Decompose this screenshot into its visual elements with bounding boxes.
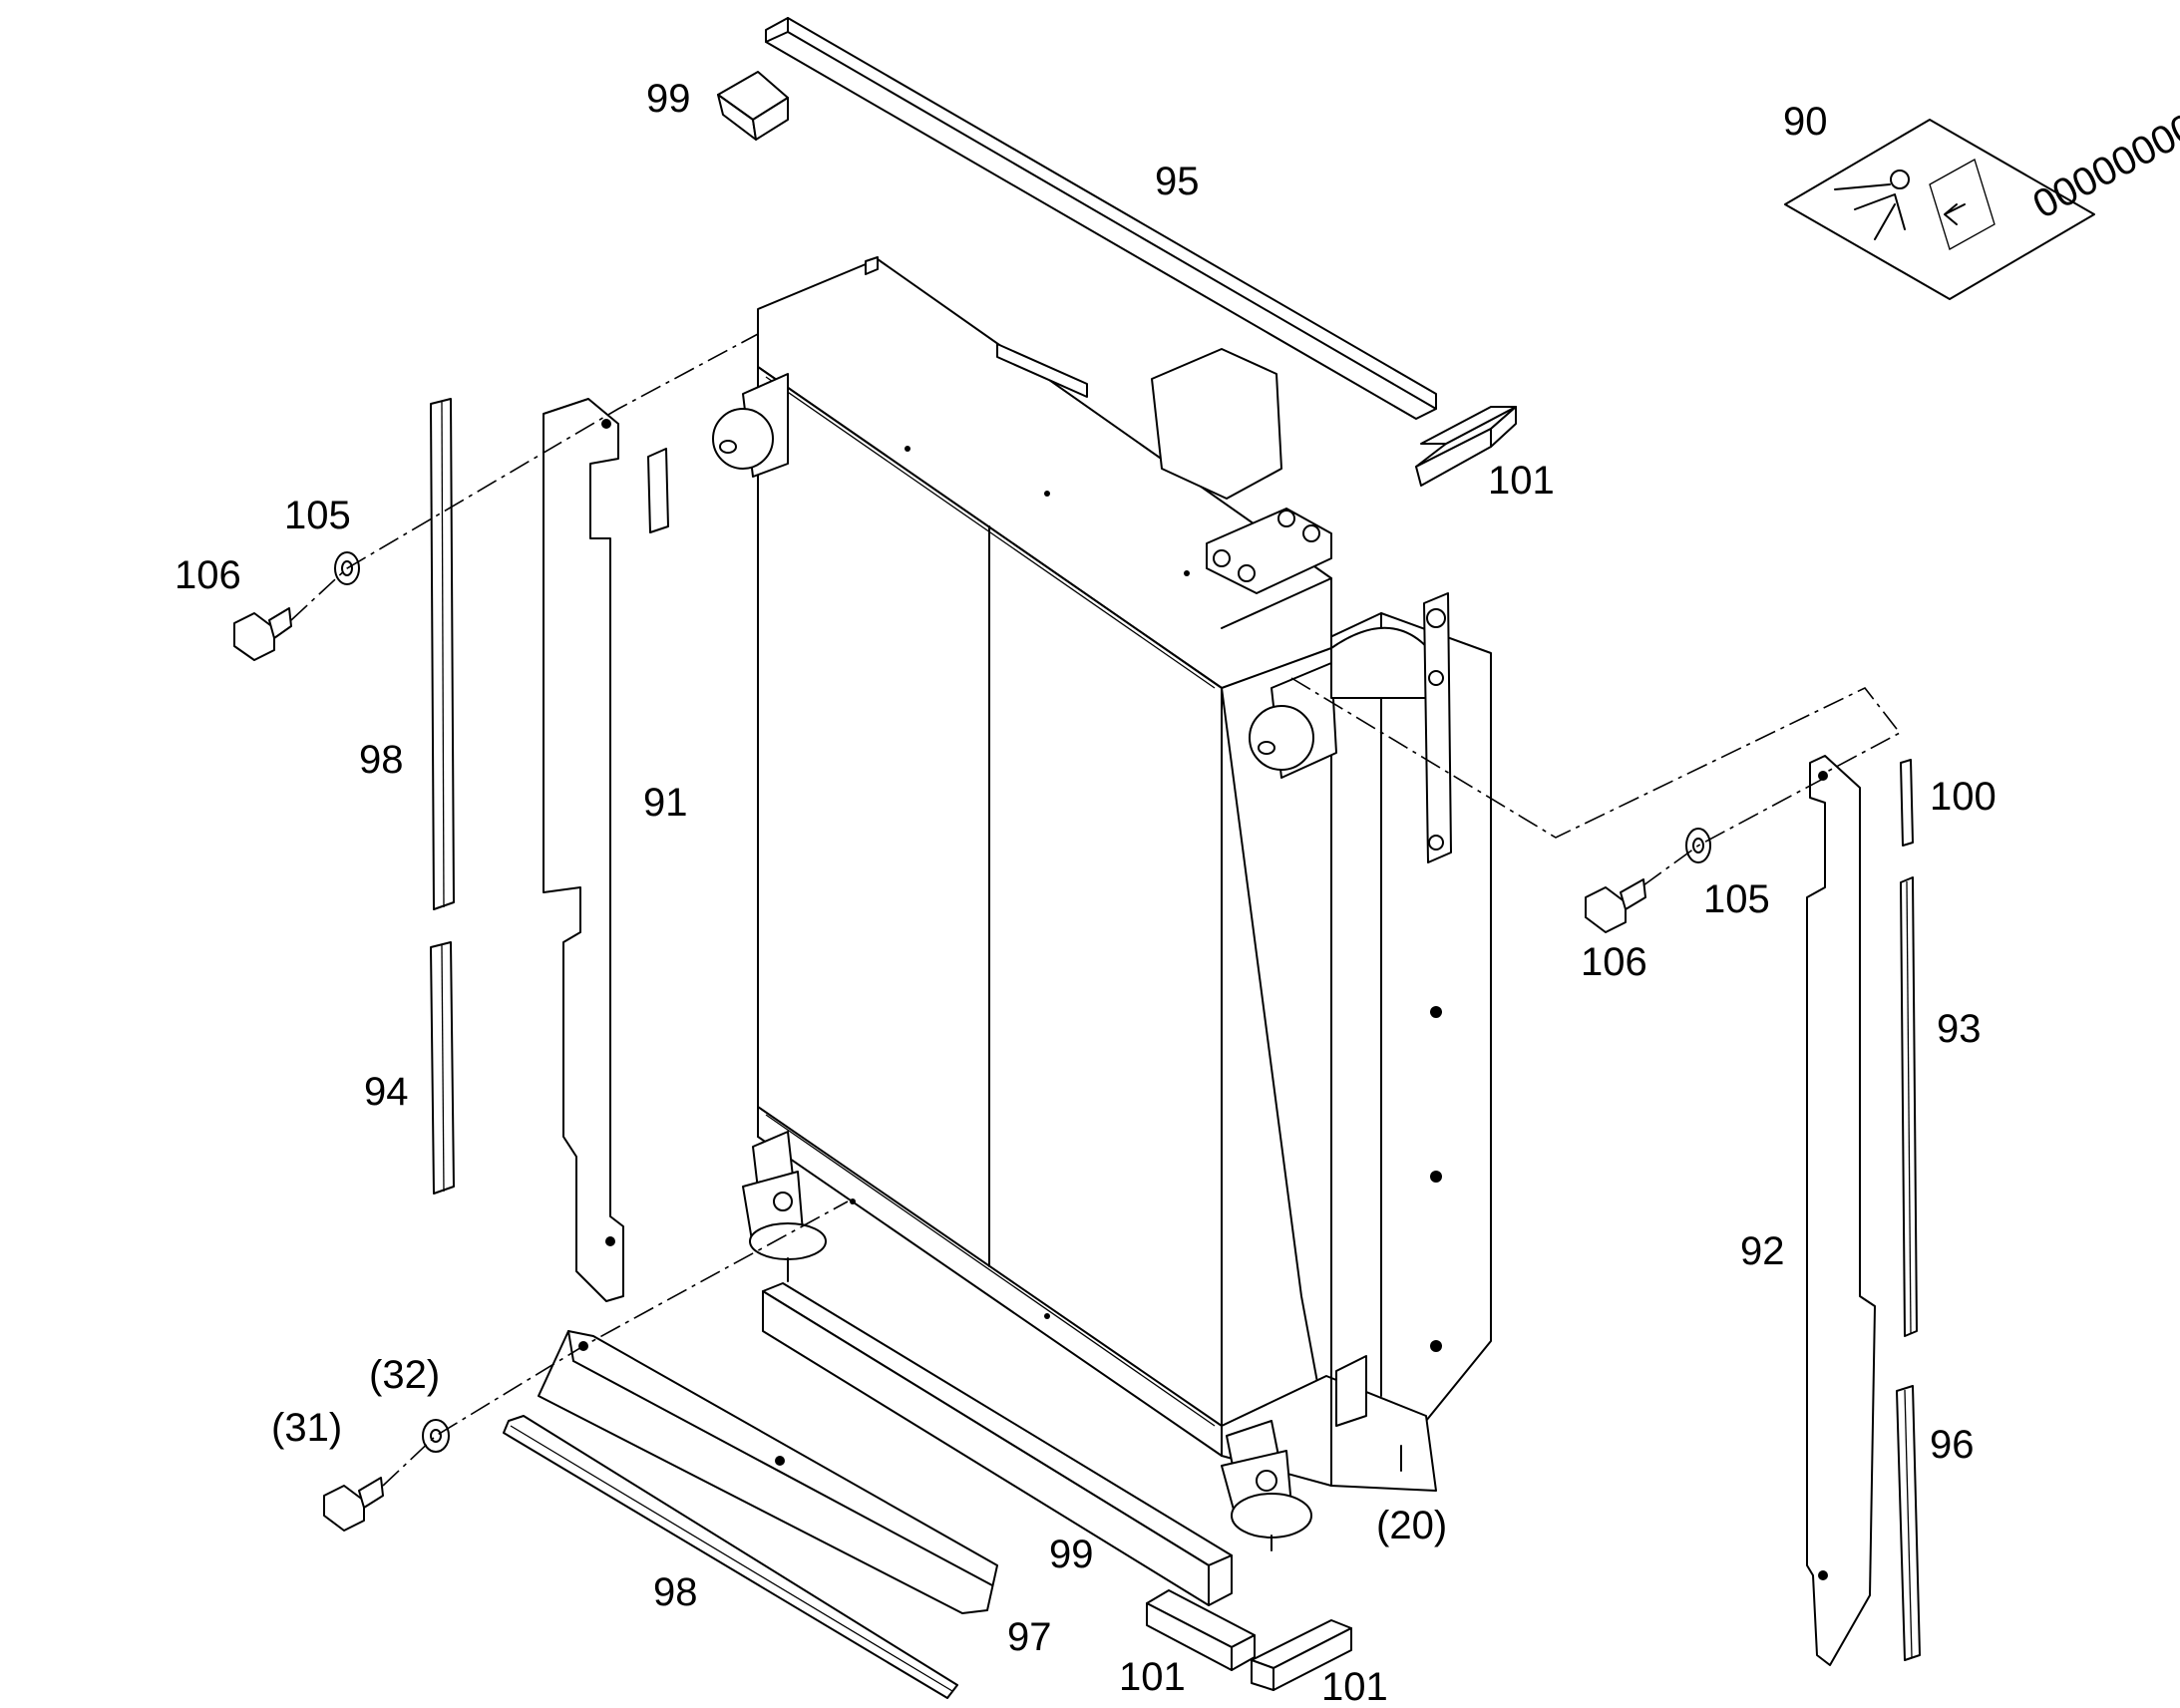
callout-97: 97 xyxy=(1007,1615,1052,1659)
callout-98-bottom: 98 xyxy=(653,1570,698,1614)
seal-strip-96 xyxy=(1896,1385,1921,1661)
callout-99-bottom: 99 xyxy=(1049,1533,1094,1576)
foam-block-101-bottom-a xyxy=(1146,1589,1256,1671)
bottom-seal-strip-98 xyxy=(503,1415,958,1699)
top-seal-bar-95 xyxy=(765,17,1437,420)
callout-93: 93 xyxy=(1937,1007,1982,1051)
callout-106-left: 106 xyxy=(175,553,241,597)
callout-20: (20) xyxy=(1376,1504,1447,1547)
seal-strip-100 xyxy=(1900,759,1914,847)
left-baffle-91 xyxy=(543,398,624,1302)
callout-99-top: 99 xyxy=(646,77,691,121)
callout-91: 91 xyxy=(643,781,688,825)
bolt-106-right xyxy=(1585,878,1646,933)
callout-90: 90 xyxy=(1783,100,1828,144)
foam-block-101-top xyxy=(1415,406,1517,487)
callout-105-left: 105 xyxy=(284,494,351,537)
callout-101-bottom-a: 101 xyxy=(1119,1655,1186,1699)
bolt-106-left xyxy=(233,607,292,661)
bolt-31 xyxy=(323,1477,384,1532)
callout-31: (31) xyxy=(271,1406,342,1450)
small-seal-block xyxy=(647,448,669,533)
assembly-center-lines xyxy=(290,333,1902,1487)
callout-105-right: 105 xyxy=(1703,877,1770,921)
callout-101-top: 101 xyxy=(1488,459,1555,503)
bottom-seal-bar-99 xyxy=(762,1282,1233,1606)
lower-hose-stub xyxy=(1249,662,1337,779)
bottom-right-mount xyxy=(1221,1420,1312,1551)
callout-98-left: 98 xyxy=(359,738,404,782)
foam-block-101-bottom-b xyxy=(1251,1619,1352,1691)
seal-strip-98-left xyxy=(430,398,455,910)
upper-hose-stub xyxy=(712,373,789,478)
foam-block-99-top xyxy=(717,71,789,141)
callout-94: 94 xyxy=(364,1070,409,1114)
right-baffle-92 xyxy=(1806,755,1876,1666)
callout-106-right: 106 xyxy=(1581,940,1647,984)
callout-95: 95 xyxy=(1155,160,1200,203)
callout-32: (32) xyxy=(369,1353,440,1397)
callout-96: 96 xyxy=(1930,1423,1975,1467)
bottom-bracket-97 xyxy=(538,1330,998,1614)
washer-32 xyxy=(422,1419,450,1453)
bottom-left-mount xyxy=(742,1131,827,1282)
callout-101-bottom-b: 101 xyxy=(1321,1665,1388,1708)
callout-92: 92 xyxy=(1740,1229,1785,1273)
seal-strip-94 xyxy=(430,941,455,1195)
decal-code-text: 000000000 xyxy=(2026,95,2180,227)
callout-100: 100 xyxy=(1930,775,1997,819)
seal-strip-93 xyxy=(1900,876,1918,1337)
warning-decal-90: 000000000 xyxy=(1784,95,2180,300)
radiator-assembly xyxy=(712,256,1492,1551)
